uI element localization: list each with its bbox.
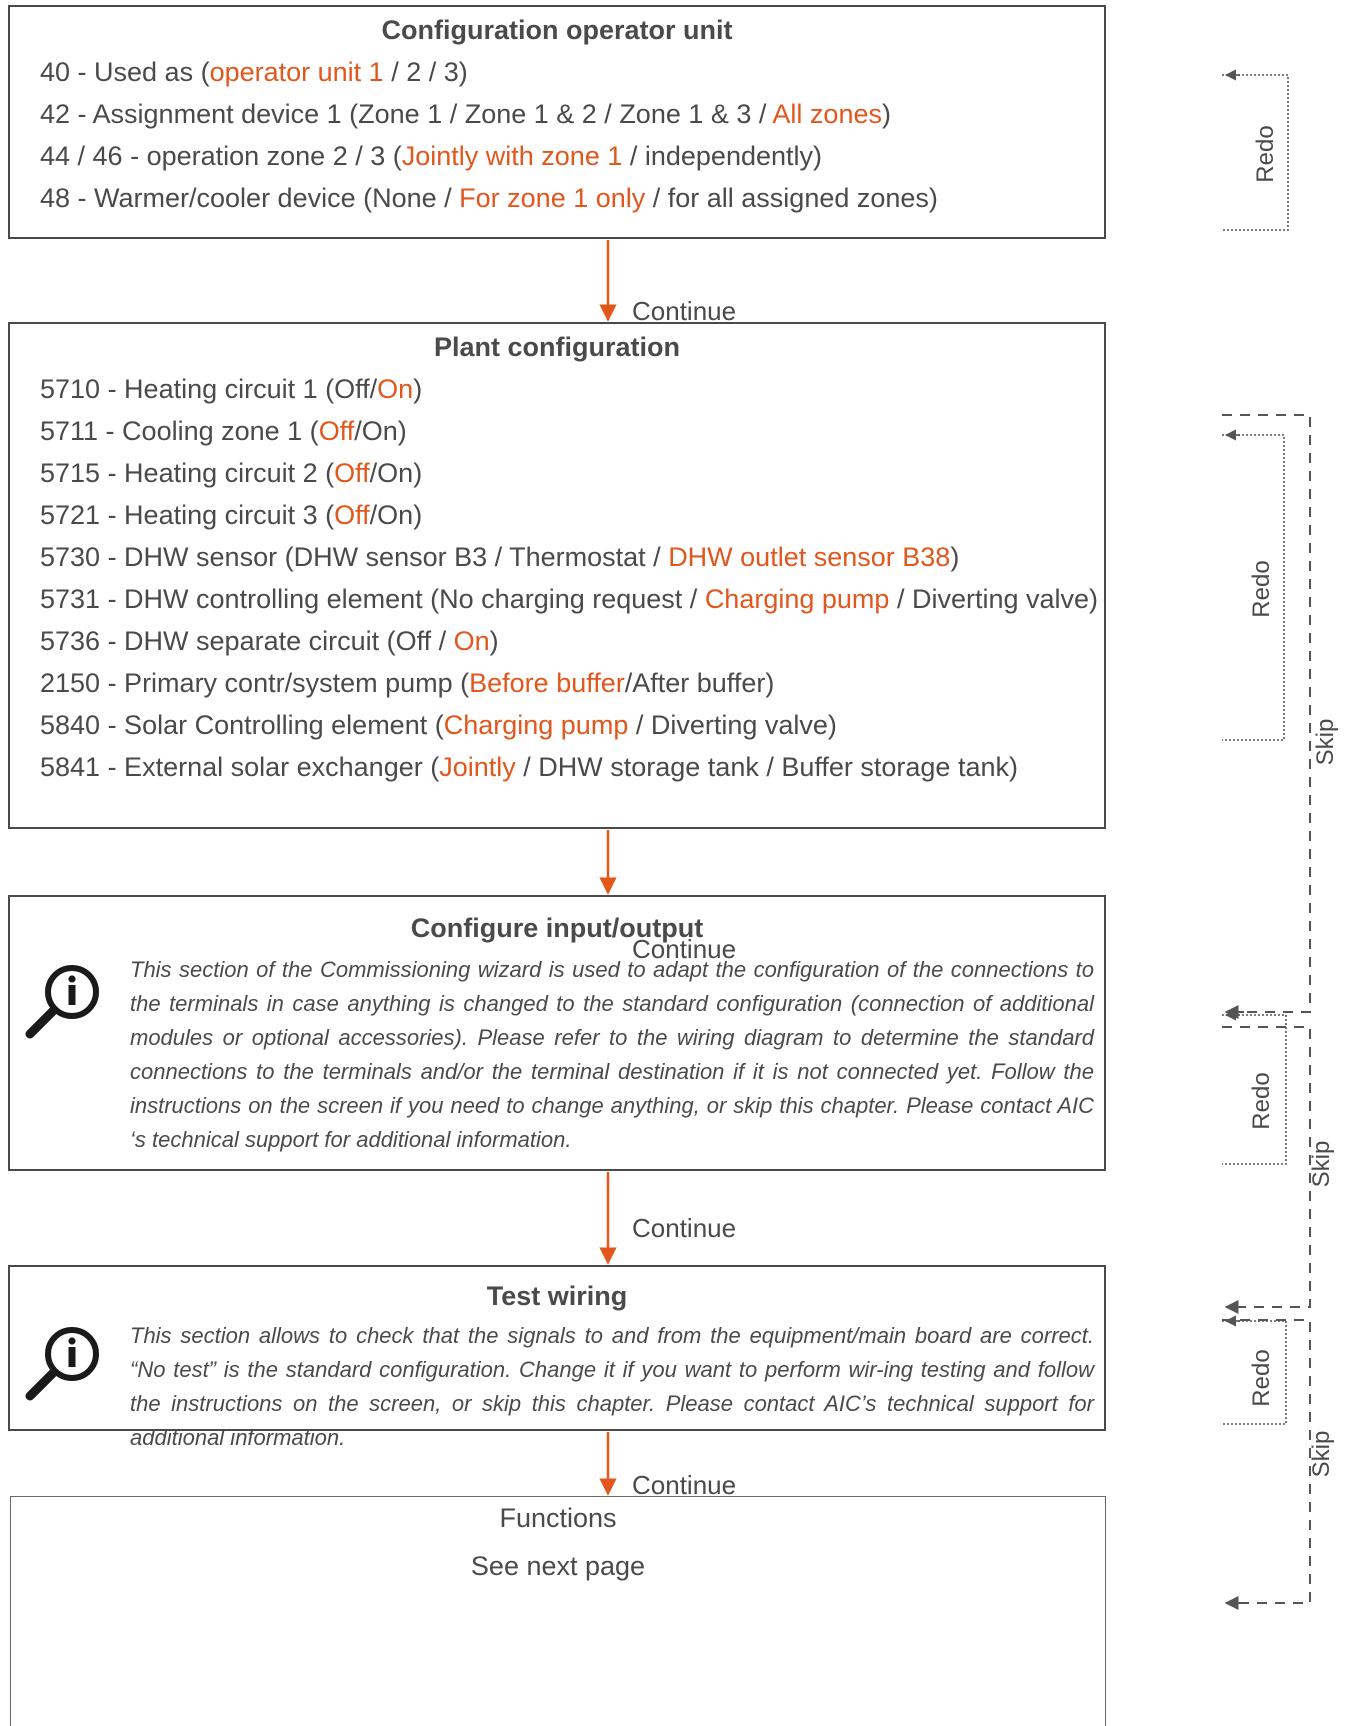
plant-config-line: 5731 - DHW controlling element (No charg… — [40, 584, 1098, 615]
option-text: 5715 - Heating circuit 2 ( — [40, 458, 335, 488]
option-text: 42 - Assignment device 1 (Zone 1 / Zone … — [40, 99, 773, 129]
option-text: ) — [950, 542, 960, 572]
selected-value: operator unit 1 — [209, 57, 384, 87]
skip-arrowheads — [1224, 1005, 1244, 1610]
option-text: 40 - Used as ( — [40, 57, 210, 87]
option-text: / independently) — [622, 141, 822, 171]
plant-config-line: 5736 - DHW separate circuit (Off / On) — [40, 626, 499, 657]
selected-value: Jointly with zone 1 — [401, 141, 623, 171]
skip-label: Skip — [1308, 1140, 1335, 1188]
selected-value: Off — [334, 458, 370, 488]
selected-value: Jointly — [439, 752, 516, 782]
option-text: ) — [413, 374, 423, 404]
option-text: 5721 - Heating circuit 3 ( — [40, 500, 335, 530]
plant-config-line: 5711 - Cooling zone 1 (Off/On) — [40, 416, 407, 447]
selected-value: Off — [318, 416, 355, 446]
option-text: 5731 - DHW controlling element (No charg… — [40, 584, 705, 614]
continue-label: Continue — [632, 934, 737, 964]
config-operator-line: 44 / 46 - operation zone 2 / 3 (Jointly … — [40, 141, 822, 172]
functions-title: Functions — [499, 1503, 617, 1533]
info-magnifier-icon — [25, 1327, 99, 1401]
option-text: 5841 - External solar exchanger ( — [40, 752, 440, 782]
selected-value: Charging pump — [443, 710, 629, 740]
config-operator-line: 48 - Warmer/cooler device (None / For zo… — [40, 183, 938, 214]
selected-value: Off — [334, 500, 370, 530]
option-text: / 2 / 3) — [383, 57, 468, 87]
option-text: 5710 - Heating circuit 1 (Off/ — [40, 374, 378, 404]
plant-config-line: 5715 - Heating circuit 2 (Off/On) — [40, 458, 422, 489]
test-wiring-text: This section allows to check that the si… — [130, 1323, 1094, 1450]
configure-io-title: Configure input/output — [410, 913, 704, 943]
continue-label: Continue — [632, 1213, 737, 1243]
option-text: 2150 - Primary contr/system pump ( — [40, 668, 470, 698]
plant-config-box: Plant configuration 5710 - Heating circu… — [8, 322, 1106, 829]
test-wiring-title: Test wiring — [486, 1281, 628, 1311]
skip-loops — [1222, 414, 1311, 1604]
plant-config-title: Plant configuration — [434, 332, 680, 362]
option-text: 44 / 46 - operation zone 2 / 3 ( — [40, 141, 402, 171]
redo-label: Redo — [1248, 1349, 1275, 1407]
plant-config-line: 5710 - Heating circuit 1 (Off/On) — [40, 374, 422, 405]
config-operator-box: Configuration operator unit 40 - Used as… — [8, 5, 1106, 239]
functions-subtitle: See next page — [470, 1551, 646, 1581]
selected-value: On — [377, 374, 414, 404]
option-text: 5711 - Cooling zone 1 ( — [40, 416, 319, 446]
option-text: / for all assigned zones) — [645, 183, 938, 213]
continue-label: Continue — [632, 1470, 737, 1500]
config-operator-title: Configuration operator unit — [381, 15, 733, 45]
redo-label: Redo — [1252, 125, 1279, 183]
redo-loops — [1222, 74, 1289, 1425]
continue-label: Continue — [632, 296, 737, 326]
plant-config-line: 5721 - Heating circuit 3 (Off/On) — [40, 500, 422, 531]
skip-label: Skip — [1308, 1430, 1335, 1478]
selected-value: For zone 1 only — [459, 183, 646, 213]
option-text: /After buffer) — [624, 668, 775, 698]
configure-io-text: This section of the Commissioning wizard… — [130, 957, 1094, 1152]
option-text: /On) — [354, 416, 407, 446]
test-wiring-box: Test wiring This section allows to check… — [8, 1265, 1106, 1450]
configure-io-box: Configure input/output This section of t… — [8, 895, 1106, 1171]
plant-config-line: 5730 - DHW sensor (DHW sensor B3 / Therm… — [40, 542, 959, 573]
option-text: 5730 - DHW sensor (DHW sensor B3 / Therm… — [40, 542, 669, 572]
selected-value: Charging pump — [704, 584, 890, 614]
plant-config-line: 5841 - External solar exchanger (Jointly… — [40, 752, 1018, 783]
option-text: ) — [489, 626, 499, 656]
config-operator-line: 40 - Used as (operator unit 1 / 2 / 3) — [40, 57, 468, 88]
option-text: 5736 - DHW separate circuit (Off / — [40, 626, 454, 656]
config-operator-line: 42 - Assignment device 1 (Zone 1 / Zone … — [40, 99, 891, 130]
redo-label: Redo — [1248, 1072, 1275, 1130]
plant-config-line: 2150 - Primary contr/system pump (Before… — [40, 668, 774, 699]
selected-value: Before buffer — [469, 668, 625, 698]
functions-box: Functions See next page — [10, 1496, 1106, 1726]
option-text: /On) — [369, 500, 423, 530]
selected-value: On — [453, 626, 490, 656]
plant-config-line: 5840 - Solar Controlling element (Chargi… — [40, 710, 837, 741]
redo-label: Redo — [1248, 560, 1275, 618]
option-text: /On) — [369, 458, 423, 488]
option-text: 48 - Warmer/cooler device (None / — [40, 183, 460, 213]
option-text: / Diverting valve) — [889, 584, 1099, 614]
option-text: / DHW storage tank / Buffer storage tank… — [515, 752, 1018, 782]
option-text: ) — [881, 99, 891, 129]
selected-value: All zones — [772, 99, 882, 129]
selected-value: DHW outlet sensor B38 — [668, 542, 951, 572]
info-magnifier-icon — [25, 965, 99, 1039]
option-text: 5840 - Solar Controlling element ( — [40, 710, 444, 740]
skip-label: Skip — [1312, 718, 1339, 766]
redo-arrowheads — [1224, 69, 1240, 1327]
option-text: / Diverting valve) — [628, 710, 837, 740]
